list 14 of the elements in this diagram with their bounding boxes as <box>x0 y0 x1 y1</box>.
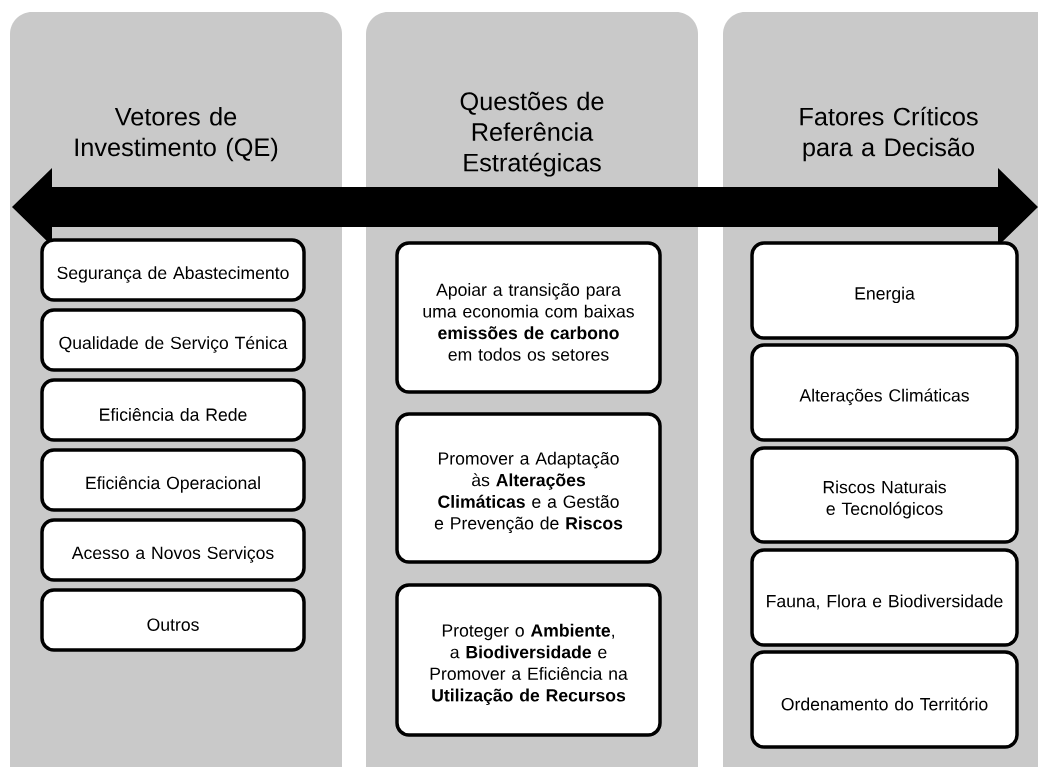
text-box: Alterações Climáticas <box>750 343 1019 442</box>
text-box: Segurança de Abastecimento <box>40 238 306 302</box>
text-box: Qualidade de Serviço Ténica <box>40 308 306 372</box>
text-box: Acesso a Novos Serviços <box>40 518 306 582</box>
text-box: Energia <box>750 241 1019 340</box>
text-box: Eficiência da Rede <box>40 378 306 442</box>
text-box: Fauna, Flora e Biodiversidade <box>750 548 1019 647</box>
text-box: Proteger o Ambiente, a Biodiversidade e Promover a Eficiência na Utilização de Recursos <box>395 583 662 737</box>
text-box: Ordenamento do Território <box>750 650 1019 749</box>
text-box: Promover a Adaptação às Alterações Climáticas e a Gestão e Prevenção de Riscos <box>395 412 662 564</box>
text-box: Eficiência Operacional <box>40 448 306 512</box>
text-box: Apoiar a transição para uma economia com baixas emissões de carbono em todos os setores <box>395 241 662 394</box>
text-box: Riscos Naturais e Tecnológicos <box>750 446 1019 544</box>
text-box: Outros <box>40 588 306 652</box>
